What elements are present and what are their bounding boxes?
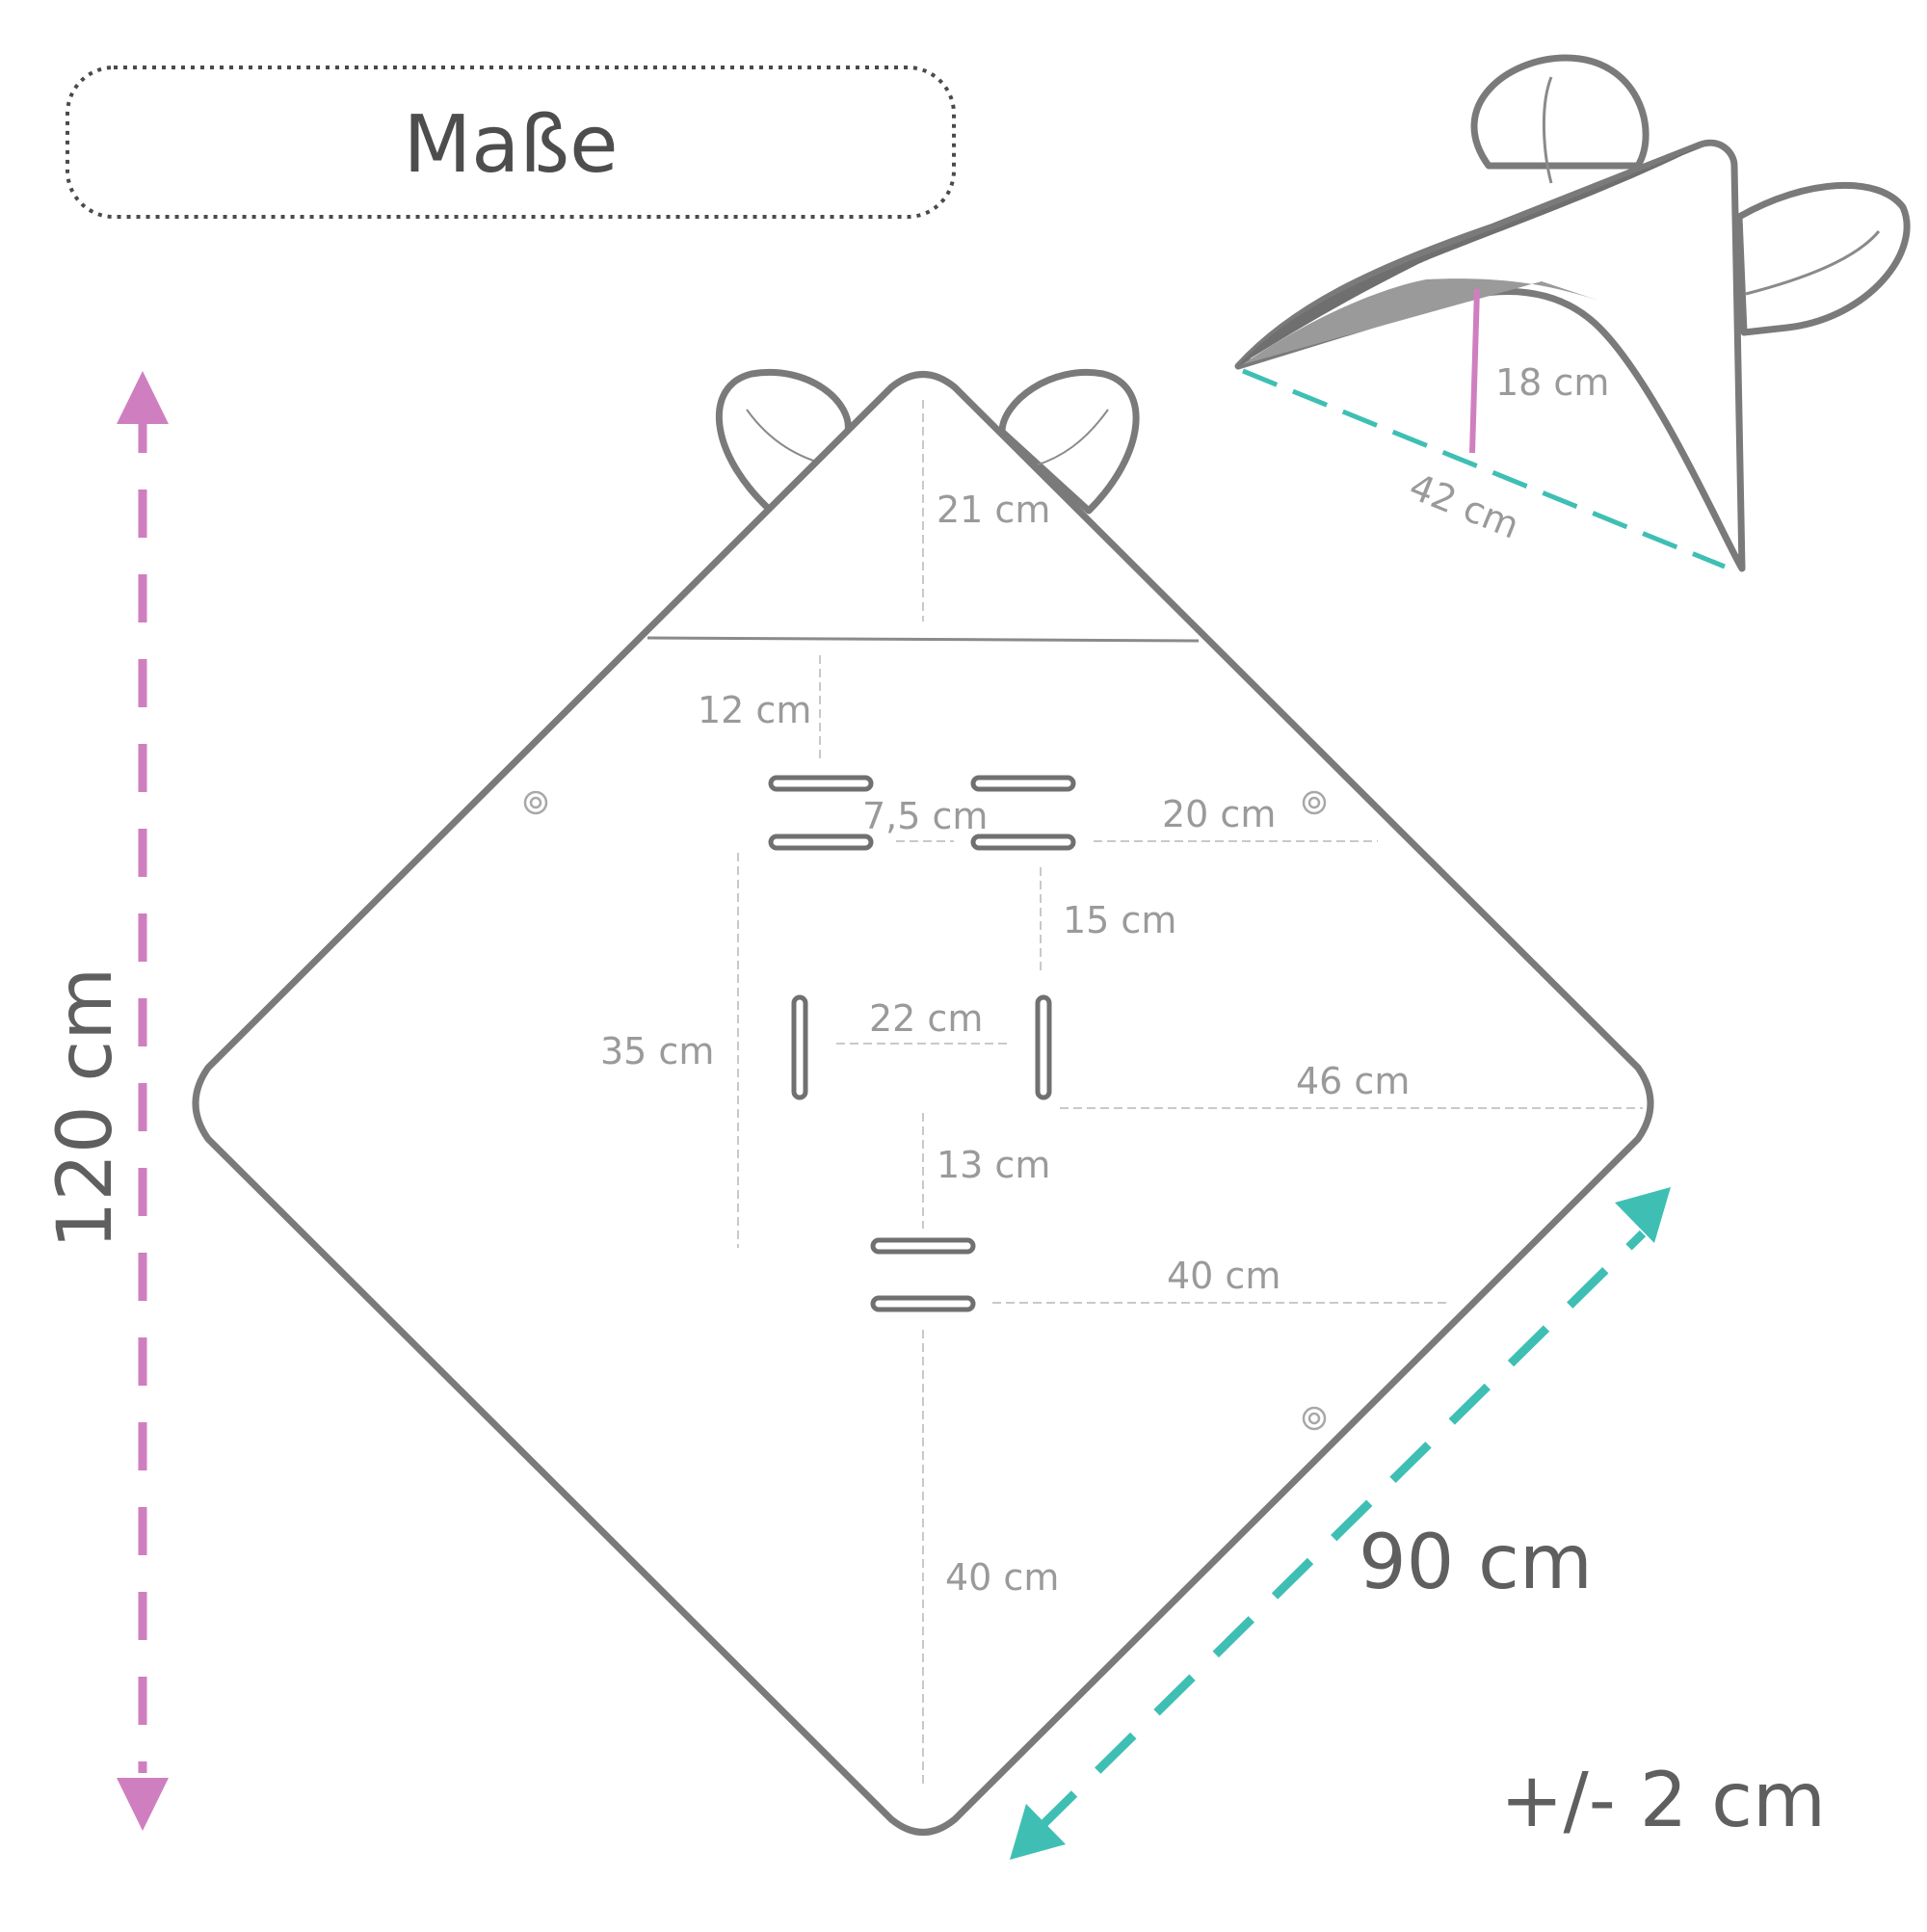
upper-slots-to-edge-label: 20 cm — [1162, 793, 1276, 835]
snap-button-icon — [523, 790, 548, 815]
side-slot-to-edge-label: 46 cm — [1296, 1060, 1410, 1102]
snap-buttons — [523, 790, 1327, 1431]
snap-button-icon — [1302, 1406, 1327, 1431]
tolerance-label: +/- 2 cm — [1500, 1758, 1826, 1844]
hood-side-ear-fold — [1745, 230, 1881, 296]
lower-slots-to-edge-label: 40 cm — [1167, 1255, 1280, 1297]
title-box: Maße — [66, 66, 956, 219]
blanket-outline — [192, 371, 1654, 1836]
hood-depth-label: 21 cm — [937, 489, 1050, 531]
hood-width-line — [1242, 368, 1726, 569]
hood-back-ear-fold — [1542, 76, 1553, 184]
arrowhead-icon — [1010, 1804, 1066, 1860]
height-arrow: 120 cm — [42, 371, 169, 1831]
slot-upper-right-2 — [970, 834, 1076, 851]
slot-side-right — [1035, 994, 1052, 1100]
upper-to-side-slots-label: 15 cm — [1063, 899, 1176, 941]
hood-height-label: 18 cm — [1495, 361, 1609, 404]
slot-lower-2 — [870, 1295, 976, 1312]
hood-side-ear-shape — [1735, 181, 1911, 336]
arrowhead-icon — [117, 1778, 169, 1831]
side-to-lower-slots-label: 13 cm — [937, 1144, 1050, 1186]
left-ear-shape — [715, 369, 852, 515]
hood-back-ear-shape — [1470, 54, 1650, 170]
hood-seam — [647, 636, 1200, 643]
slot-side-left — [791, 994, 808, 1100]
title-frame — [66, 66, 956, 219]
side-slots-span-label: 35 cm — [600, 1030, 714, 1072]
slot-upper-left-1 — [768, 775, 874, 792]
width-arrow-line — [1035, 1230, 1647, 1833]
right-ear-fold — [1035, 409, 1109, 466]
arrowhead-icon — [117, 371, 169, 424]
overall-height-label: 120 cm — [42, 967, 129, 1250]
hood-3d-view: 18 cm 42 cm — [1234, 54, 1911, 572]
upper-slot-gap-label: 7,5 cm — [862, 795, 988, 837]
hood-to-upper-slots-label: 12 cm — [698, 689, 811, 731]
width-arrow: 90 cm — [1010, 1187, 1671, 1860]
snap-button-icon — [1302, 790, 1327, 815]
right-ear-shape — [998, 369, 1140, 515]
arrowhead-icon — [1615, 1187, 1671, 1243]
hood-body-shape — [1234, 139, 1746, 572]
page-title: Maße — [403, 99, 618, 191]
guide-lines — [737, 400, 1643, 1787]
slots — [768, 775, 1076, 1312]
hood-inner-shade — [1243, 278, 1599, 364]
blanket-ears — [715, 369, 1140, 515]
lower-slots-to-bottom-label: 40 cm — [945, 1556, 1059, 1599]
side-slot-gap-label: 22 cm — [869, 997, 983, 1040]
hood-height-line — [1469, 288, 1480, 454]
slot-upper-left-2 — [768, 834, 874, 851]
blanket-dimension-labels: 21 cm 12 cm 7,5 cm 20 cm 15 cm 35 cm 22 … — [600, 489, 1410, 1599]
overall-width-label: 90 cm — [1359, 1520, 1593, 1606]
slot-upper-right-1 — [970, 775, 1076, 792]
slot-lower-1 — [870, 1237, 976, 1255]
